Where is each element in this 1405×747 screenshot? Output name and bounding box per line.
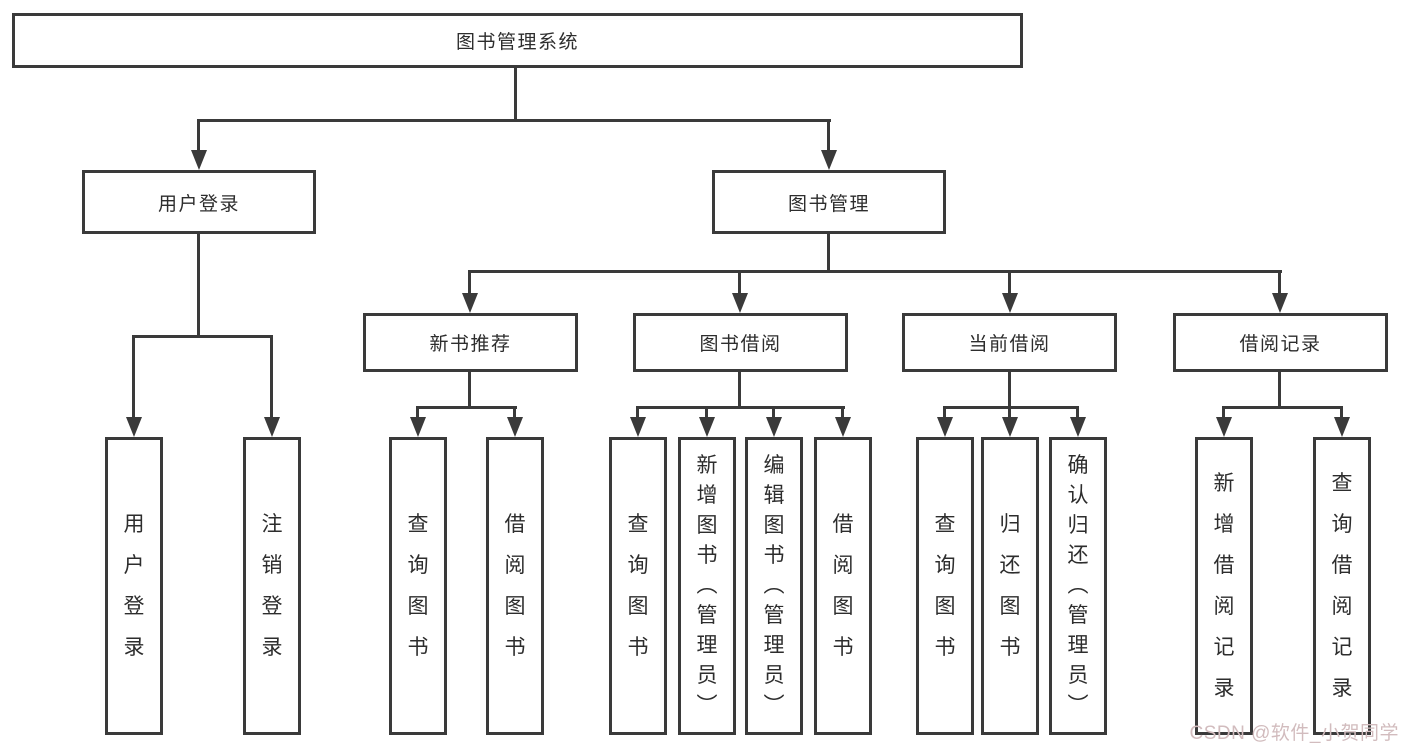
node-borrow-records-label: 借阅记录 <box>1239 334 1322 355</box>
arrow-bb-borrow-icon <box>835 417 851 437</box>
node-new-book-recommend-label: 新书推荐 <box>429 334 512 355</box>
leaf-bb-query-books-label: 查询图书 <box>627 513 649 659</box>
node-current-borrow: 当前借阅 <box>902 313 1117 372</box>
leaf-cb-confirm-return-admin-label: 确认归还︵管理员︶ <box>1067 454 1089 717</box>
edge-drop-bb-borrow <box>841 406 844 420</box>
leaf-bb-add-books-admin: 新增图书︵管理员︶ <box>678 437 736 735</box>
leaf-cb-query-books: 查询图书 <box>916 437 974 735</box>
leaf-cb-return-books-label: 归还图书 <box>999 513 1021 659</box>
leaf-br-add-record: 新增借阅记录 <box>1195 437 1253 735</box>
leaf-bb-add-books-admin-label: 新增图书︵管理员︶ <box>696 454 718 717</box>
node-root-label: 图书管理系统 <box>455 32 579 53</box>
edge-cb-stem <box>1008 372 1011 409</box>
node-user-login: 用户登录 <box>82 170 316 234</box>
arrow-leaf-login-icon <box>126 417 142 437</box>
edge-drop-book-borrow <box>738 270 741 296</box>
leaf-bb-edit-books-admin: 编辑图书︵管理员︶ <box>745 437 803 735</box>
arrow-br-query-icon <box>1334 417 1350 437</box>
edge-book-stem <box>827 234 830 273</box>
leaf-user-login: 用户登录 <box>105 437 163 735</box>
arrow-book-management-icon <box>821 150 837 170</box>
edge-drop-rec-query <box>416 406 419 420</box>
leaf-rec-query-books: 查询图书 <box>389 437 447 735</box>
edge-drop-br-add <box>1222 406 1225 420</box>
arrow-current-borrow-icon <box>1002 293 1018 313</box>
arrow-rec-borrow-icon <box>507 417 523 437</box>
edge-drop-leaf-logout <box>270 335 273 419</box>
edge-user-bar <box>132 335 273 338</box>
node-book-management-label: 图书管理 <box>787 193 870 215</box>
leaf-user-login-label: 用户登录 <box>123 513 145 659</box>
edge-drop-leaf-login <box>132 335 135 419</box>
arrow-bb-query-icon <box>630 417 646 437</box>
leaf-br-add-record-label: 新增借阅记录 <box>1213 472 1235 700</box>
arrow-book-borrow-icon <box>732 293 748 313</box>
edge-drop-br-query <box>1340 406 1343 420</box>
leaf-bb-edit-books-admin-label: 编辑图书︵管理员︶ <box>763 454 785 717</box>
edge-drop-bb-add <box>705 406 708 420</box>
edge-user-stem <box>197 234 200 338</box>
edge-drop-current-borrow <box>1008 270 1011 296</box>
leaf-cb-return-books: 归还图书 <box>981 437 1039 735</box>
leaf-rec-borrow-books-label: 借阅图书 <box>504 513 526 659</box>
leaf-bb-borrow-books: 借阅图书 <box>814 437 872 735</box>
edge-drop-bb-query <box>636 406 639 420</box>
node-root: 图书管理系统 <box>12 13 1023 68</box>
leaf-br-query-record-label: 查询借阅记录 <box>1331 472 1353 700</box>
edge-drop-cb-return <box>1008 406 1011 420</box>
edge-drop-cb-query <box>943 406 946 420</box>
edge-cb-bar <box>943 406 1079 409</box>
watermark: CSDN @软件_小贺同学 <box>1189 723 1399 744</box>
edge-drop-new-book-recommend <box>468 270 471 296</box>
edge-rec-stem <box>468 372 471 409</box>
leaf-logout: 注销登录 <box>243 437 301 735</box>
edge-drop-book-management <box>827 119 830 155</box>
leaf-br-query-record: 查询借阅记录 <box>1313 437 1371 735</box>
leaf-cb-query-books-label: 查询图书 <box>934 513 956 659</box>
node-borrow-records: 借阅记录 <box>1173 313 1388 372</box>
node-current-borrow-label: 当前借阅 <box>968 334 1051 355</box>
edge-drop-user-login <box>197 119 200 155</box>
node-book-borrow: 图书借阅 <box>633 313 848 372</box>
node-book-management: 图书管理 <box>712 170 946 234</box>
arrow-bb-add-icon <box>699 417 715 437</box>
arrow-leaf-logout-icon <box>264 417 280 437</box>
edge-root-stem <box>514 68 517 122</box>
arrow-cb-confirm-icon <box>1070 417 1086 437</box>
leaf-rec-query-books-label: 查询图书 <box>407 513 429 659</box>
edge-drop-cb-confirm <box>1076 406 1079 420</box>
edge-drop-bb-edit <box>772 406 775 420</box>
node-book-borrow-label: 图书借阅 <box>699 334 782 355</box>
edge-rec-bar <box>416 406 517 409</box>
edge-br-bar <box>1222 406 1343 409</box>
node-user-login-label: 用户登录 <box>157 193 240 215</box>
arrow-br-add-icon <box>1216 417 1232 437</box>
arrow-cb-query-icon <box>937 417 953 437</box>
leaf-cb-confirm-return-admin: 确认归还︵管理员︶ <box>1049 437 1107 735</box>
edge-book-bar <box>468 270 1282 273</box>
arrow-rec-query-icon <box>410 417 426 437</box>
edge-drop-rec-borrow <box>513 406 516 420</box>
edge-bb-stem <box>738 372 741 409</box>
edge-br-stem <box>1278 372 1281 409</box>
arrow-new-book-recommend-icon <box>462 293 478 313</box>
leaf-bb-borrow-books-label: 借阅图书 <box>832 513 854 659</box>
arrow-borrow-records-icon <box>1272 293 1288 313</box>
arrow-bb-edit-icon <box>766 417 782 437</box>
edge-drop-borrow-records <box>1278 270 1281 296</box>
leaf-bb-query-books: 查询图书 <box>609 437 667 735</box>
arrow-cb-return-icon <box>1002 417 1018 437</box>
arrow-user-login-icon <box>191 150 207 170</box>
leaf-logout-label: 注销登录 <box>261 513 283 659</box>
edge-bb-bar <box>636 406 845 409</box>
edge-root-bar <box>197 119 831 122</box>
leaf-rec-borrow-books: 借阅图书 <box>486 437 544 735</box>
node-new-book-recommend: 新书推荐 <box>363 313 578 372</box>
